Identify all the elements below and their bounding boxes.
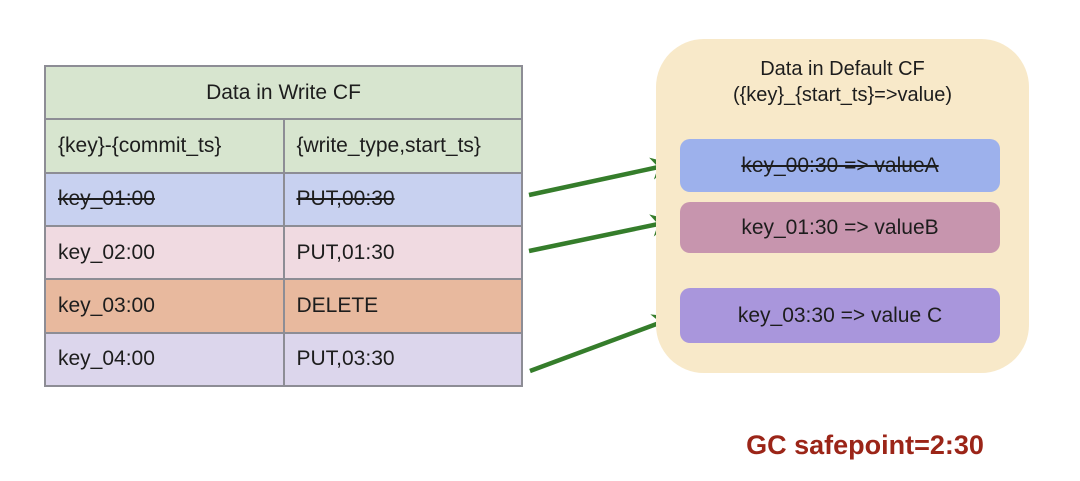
- default-cf-entry: key_00:30 => valueA: [680, 139, 1000, 192]
- row-value-cell: PUT,01:30: [282, 224, 523, 281]
- row-key-cell: key_03:00: [44, 278, 285, 334]
- row-value-text: PUT,01:30: [296, 240, 395, 264]
- write-cf-col-header-key: {key}-{commit_ts}: [44, 118, 285, 174]
- write-cf-header-row: {key}-{commit_ts} {write_type,start_ts}: [44, 118, 523, 174]
- table-row: key_03:00 DELETE: [44, 278, 523, 334]
- gc-safepoint-label: GC safepoint=2:30: [746, 430, 984, 460]
- row-value-text: PUT,03:30: [296, 347, 395, 371]
- default-cf-title-line1: Data in Default CF: [760, 58, 925, 80]
- row-key-text: key_01:00: [58, 187, 155, 211]
- row-value-cell: PUT,03:30: [282, 331, 523, 388]
- table-row: key_01:00 PUT,00:30: [44, 171, 523, 227]
- default-cf-entry-text: key_00:30 => valueA: [741, 153, 939, 177]
- row-key-text: key_04:00: [58, 347, 155, 371]
- write-cf-col-header-value: {write_type,start_ts}: [282, 118, 523, 174]
- row-value-text: PUT,00:30: [296, 187, 395, 211]
- row-key-cell: key_02:00: [44, 224, 285, 281]
- row-value-cell: PUT,00:30: [282, 171, 523, 227]
- arrow-row4-to-entry3-icon: [529, 314, 676, 374]
- row-value-text: DELETE: [296, 293, 379, 317]
- write-cf-title: Data in Write CF: [44, 64, 523, 121]
- arrow-row2-to-entry2-icon: [528, 214, 674, 254]
- arrow-row1-to-entry1-icon: [528, 157, 674, 198]
- default-cf-box: Data in Default CF ({key}_{start_ts}=>va…: [656, 39, 1029, 373]
- default-cf-entry-text: key_01:30 => valueB: [741, 215, 939, 239]
- default-cf-entry: key_01:30 => valueB: [680, 202, 1000, 253]
- default-cf-title: Data in Default CF ({key}_{start_ts}=>va…: [656, 39, 1029, 108]
- default-cf-title-line2: ({key}_{start_ts}=>value): [732, 84, 953, 106]
- row-key-text: key_03:00: [58, 293, 155, 317]
- write-cf-title-row: Data in Write CF: [44, 64, 523, 121]
- row-key-cell: key_04:00: [44, 331, 285, 388]
- default-cf-entry: key_03:30 => value C: [680, 288, 1000, 343]
- row-value-cell: DELETE: [282, 278, 523, 334]
- table-row: key_02:00 PUT,01:30: [44, 224, 523, 281]
- write-cf-table: Data in Write CF {key}-{commit_ts} {writ…: [44, 64, 523, 388]
- row-key-text: key_02:00: [58, 240, 155, 264]
- table-row: key_04:00 PUT,03:30: [44, 331, 523, 388]
- default-cf-entry-text: key_03:30 => value C: [737, 303, 943, 327]
- row-key-cell: key_01:00: [44, 171, 285, 227]
